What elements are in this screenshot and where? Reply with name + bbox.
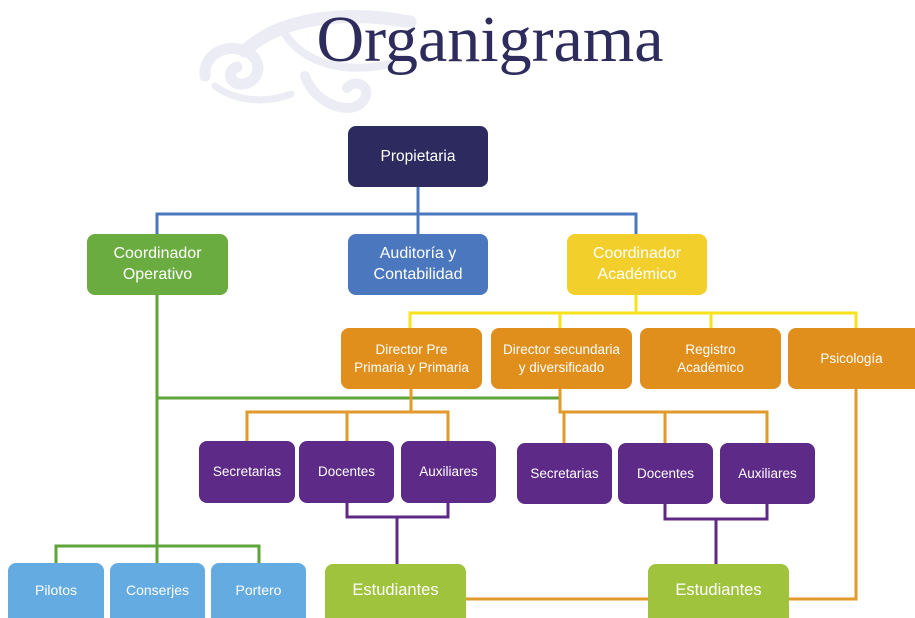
- node-estudiantes-primaria: Estudiantes: [325, 564, 466, 618]
- node-pilotos: Pilotos: [8, 563, 104, 618]
- node-docentes-secundaria: Docentes: [618, 443, 713, 504]
- node-director-primaria: Director Pre Primaria y Primaria: [341, 328, 482, 389]
- node-auditoria-contabilidad: Auditoría y Contabilidad: [348, 234, 488, 295]
- ornament-tail: [211, 82, 295, 104]
- node-auxiliares-primaria: Auxiliares: [401, 441, 496, 503]
- node-director-secundaria: Director secundaria y diversificado: [491, 328, 632, 389]
- connector-personal-estudiantes: [345, 501, 769, 566]
- ornament-swirl: [199, 10, 417, 113]
- page-title: Organigrama: [316, 3, 664, 76]
- node-propietaria: Propietaria: [348, 126, 488, 187]
- node-coordinador-operativo: Coordinador Operativo: [87, 234, 228, 295]
- node-docentes-primaria: Docentes: [299, 441, 394, 503]
- connector-directores: [245, 387, 769, 445]
- connector-psicologia-estudiantes: [464, 387, 858, 601]
- connector-propietaria: [155, 185, 638, 236]
- node-registro-academico: Registro Académico: [640, 328, 781, 389]
- node-auxiliares-secundaria: Auxiliares: [720, 443, 815, 504]
- connector-coordinador-operativo: [54, 293, 562, 565]
- node-secretarias-secundaria: Secretarias: [517, 443, 612, 504]
- ornament-arc: [238, 10, 417, 58]
- node-conserjes: Conserjes: [110, 563, 205, 618]
- node-coordinador-academico: Coordinador Académico: [567, 234, 707, 295]
- node-psicologia: Psicología: [788, 328, 915, 389]
- ornament-curl: [199, 42, 264, 90]
- node-estudiantes-secundaria: Estudiantes: [648, 564, 789, 618]
- node-secretarias-primaria: Secretarias: [199, 441, 295, 503]
- connector-coordinador-academico: [408, 293, 858, 330]
- ornament-lower-curl: [300, 71, 372, 113]
- ornament-inner-arc: [281, 30, 394, 72]
- node-portero: Portero: [211, 563, 306, 618]
